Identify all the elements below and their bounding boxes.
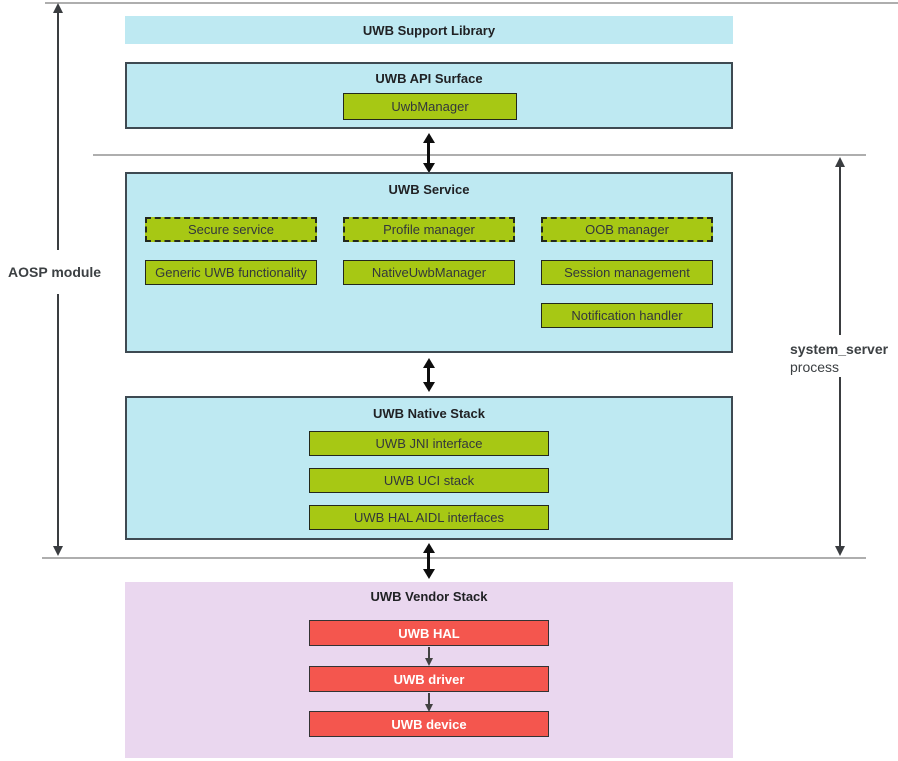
uwb-service-title: UWB Service — [388, 182, 470, 197]
system-server-top-boundary-line — [93, 154, 866, 156]
system-server-arrow-top — [839, 167, 841, 335]
uwb-api-surface-title: UWB API Surface — [375, 71, 483, 86]
oob-manager-label: OOB manager — [585, 222, 669, 237]
uwb-device-label: UWB device — [391, 716, 467, 732]
uwb-native-stack-title: UWB Native Stack — [373, 406, 485, 421]
uwb-hal-aidl-interfaces-label: UWB HAL AIDL interfaces — [353, 510, 505, 525]
service-module-profile-manager: Profile manager — [343, 217, 515, 242]
uwbmanager-label: UwbManager — [391, 99, 469, 114]
double-arrow-native-vendor — [427, 552, 430, 570]
uwb-native-stack-box: UWB Native Stack UWB JNI interface UWB U… — [125, 396, 733, 540]
vendor-component-uwb-device: UWB device — [309, 711, 549, 737]
aosp-module-arrow-top — [57, 13, 59, 250]
system-server-process-name: system_server — [790, 341, 889, 357]
session-management-label: Session management — [564, 265, 690, 280]
top-boundary-line — [45, 2, 898, 4]
uwb-hal-label: UWB HAL — [398, 625, 460, 641]
notification-handler-label: Notification handler — [571, 308, 683, 323]
arrow-driver-to-device — [428, 693, 430, 704]
native-layer-uwb-hal-aidl-interfaces: UWB HAL AIDL interfaces — [309, 505, 549, 530]
generic-uwb-functionality-label: Generic UWB functionality — [155, 265, 307, 280]
double-arrow-api-service — [427, 142, 430, 164]
uwb-vendor-stack-box: UWB Vendor Stack UWB HAL UWB driver UWB … — [125, 582, 733, 758]
service-module-generic-uwb-functionality: Generic UWB functionality — [145, 260, 317, 285]
service-module-session-management: Session management — [541, 260, 713, 285]
aosp-module-arrow-bottom — [57, 294, 59, 546]
uwb-jni-interface-label: UWB JNI interface — [375, 436, 483, 451]
vendor-component-uwb-hal: UWB HAL — [309, 620, 549, 646]
uwb-support-library-label: UWB Support Library — [362, 22, 496, 38]
uwb-service-box: UWB Service Secure service Profile manag… — [125, 172, 733, 353]
uwb-uci-stack-label: UWB UCI stack — [383, 473, 475, 488]
service-module-secure-service: Secure service — [145, 217, 317, 242]
uwb-api-surface-box: UWB API Surface UwbManager — [125, 62, 733, 129]
bottom-boundary-line — [42, 557, 866, 559]
native-layer-uwb-uci-stack: UWB UCI stack — [309, 468, 549, 493]
uwbmanager-box: UwbManager — [343, 93, 517, 120]
service-module-nativeuwbmanager: NativeUwbManager — [343, 260, 515, 285]
system-server-arrow-bottom — [839, 377, 841, 546]
service-module-notification-handler: Notification handler — [541, 303, 713, 328]
secure-service-label: Secure service — [188, 222, 274, 237]
service-module-oob-manager: OOB manager — [541, 217, 713, 242]
nativeuwbmanager-label: NativeUwbManager — [371, 265, 487, 280]
profile-manager-label: Profile manager — [383, 222, 475, 237]
double-arrow-service-native — [427, 367, 430, 383]
uwb-driver-label: UWB driver — [393, 671, 465, 687]
arrow-hal-to-driver — [428, 647, 430, 658]
system-server-process-word: process — [790, 359, 840, 375]
native-layer-uwb-jni-interface: UWB JNI interface — [309, 431, 549, 456]
vendor-component-uwb-driver: UWB driver — [309, 666, 549, 692]
uwb-vendor-stack-title: UWB Vendor Stack — [370, 589, 488, 604]
uwb-support-library-bar: UWB Support Library — [125, 16, 733, 44]
system-server-label: system_server process — [790, 340, 888, 376]
aosp-module-label: AOSP module — [8, 264, 102, 280]
